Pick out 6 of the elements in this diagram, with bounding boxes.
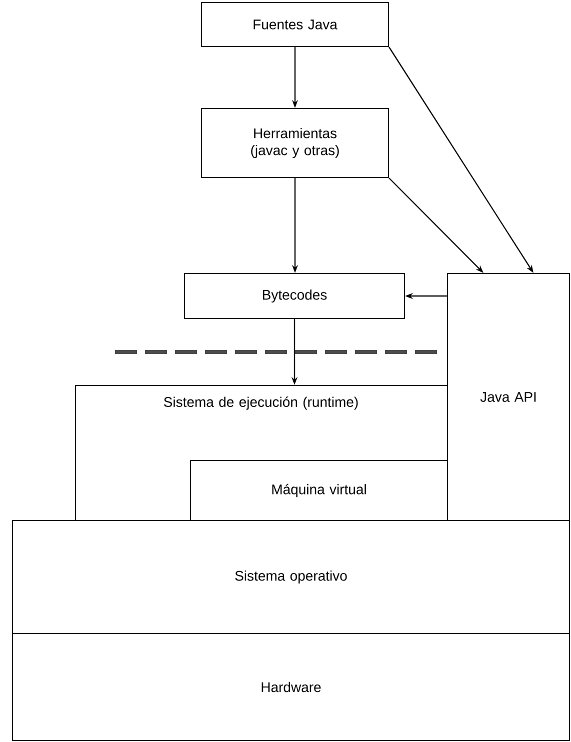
process-box: Bytecodes: [184, 273, 405, 319]
layer-box: Máquina virtual: [190, 460, 448, 521]
process-box: Fuentes Java: [201, 2, 389, 47]
process-box: Herramientas (javac y otras): [201, 108, 389, 178]
api-box: Java API: [447, 273, 570, 521]
layer-box: Hardware: [12, 633, 570, 741]
